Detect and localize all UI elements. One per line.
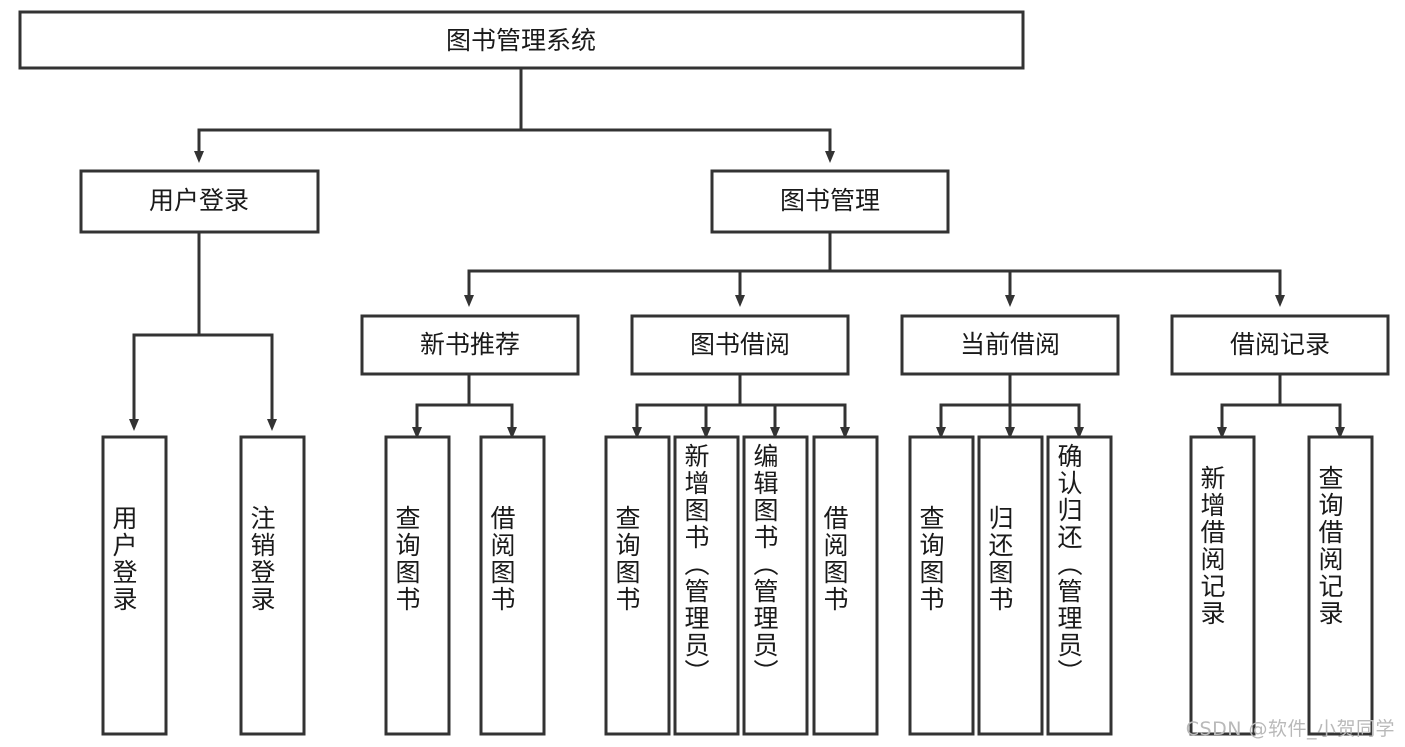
edge-newbook-to-leaves xyxy=(412,372,517,439)
node-borrow-record[interactable]: 借阅记录 xyxy=(1170,314,1390,376)
edge-bookmanage-to-level3 xyxy=(464,230,1285,307)
node-book-manage[interactable]: 图书管理 xyxy=(710,169,950,234)
node-book-borrow[interactable]: 图书借阅 xyxy=(630,314,850,376)
edge-currentborrow-to-leaves xyxy=(936,372,1084,439)
leaf-box-query-book-3[interactable] xyxy=(908,435,975,736)
node-borrow-record-label: 借阅记录 xyxy=(1230,330,1330,359)
edge-root-to-level2 xyxy=(194,66,835,163)
node-current-borrow[interactable]: 当前借阅 xyxy=(900,314,1120,376)
node-current-borrow-label: 当前借阅 xyxy=(960,330,1060,359)
leaf-box-logout[interactable] xyxy=(239,435,306,736)
leaf-box-edit-book[interactable] xyxy=(742,435,809,736)
leaf-box-confirm-return[interactable] xyxy=(1046,435,1113,736)
node-book-borrow-label: 图书借阅 xyxy=(690,330,790,359)
edge-userlogin-to-leaves xyxy=(129,230,277,431)
leaf-box-return-book[interactable] xyxy=(977,435,1044,736)
node-book-manage-label: 图书管理 xyxy=(780,186,880,215)
node-new-book-rec-label: 新书推荐 xyxy=(420,330,520,359)
leaf-box-query-record[interactable] xyxy=(1307,435,1374,736)
leaf-box-query-book-2[interactable] xyxy=(604,435,671,736)
edge-bookborrow-to-leaves xyxy=(632,372,850,439)
leaf-box-user-login[interactable] xyxy=(101,435,168,736)
edge-borrowrecord-to-leaves xyxy=(1217,372,1345,439)
node-user-login[interactable]: 用户登录 xyxy=(79,169,320,234)
node-new-book-rec[interactable]: 新书推荐 xyxy=(360,314,580,376)
leaf-box-borrow-book-2[interactable] xyxy=(812,435,879,736)
watermark-text: CSDN @软件_小贺同学 xyxy=(1185,718,1395,740)
leaf-box-borrow-book-1[interactable] xyxy=(479,435,546,736)
leaf-box-add-book[interactable] xyxy=(673,435,740,736)
node-user-login-label: 用户登录 xyxy=(149,186,249,215)
node-root-label: 图书管理系统 xyxy=(446,26,596,55)
leaf-box-add-record[interactable] xyxy=(1189,435,1256,736)
node-root[interactable]: 图书管理系统 xyxy=(18,10,1025,70)
leaf-box-query-book-1[interactable] xyxy=(384,435,451,736)
